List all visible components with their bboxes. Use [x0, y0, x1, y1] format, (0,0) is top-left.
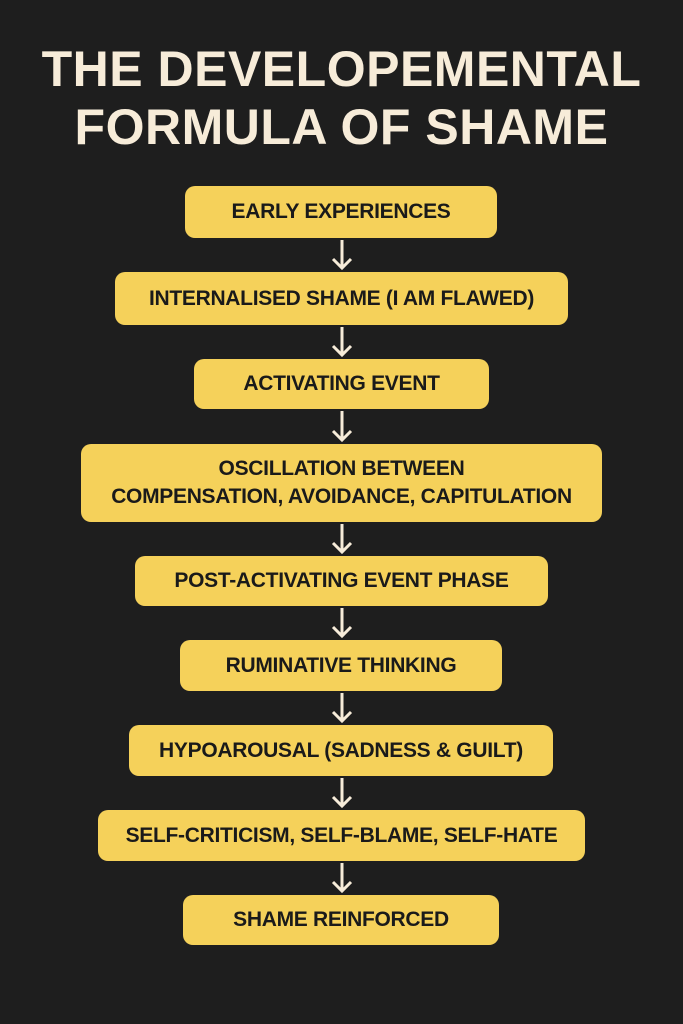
- step-oscillation: OSCILLATION BETWEEN COMPENSATION, AVOIDAN…: [81, 444, 602, 522]
- step-ruminative-thinking: RUMINATIVE THINKING: [180, 640, 502, 691]
- step-label: POST-ACTIVATING EVENT PHASE: [174, 569, 509, 592]
- step-label: SELF-CRITICISM, SELF-BLAME, SELF-HATE: [125, 823, 558, 847]
- step-label: HYPOAROUSAL (SADNESS & GUILT): [159, 738, 523, 762]
- arrow-down-icon: [331, 327, 353, 358]
- step-shame-reinforced: SHAME REINFORCED: [183, 895, 499, 945]
- title-line-2: FORMULA OF SHAME: [74, 99, 609, 155]
- step-label: INTERNALISED SHAME (I AM FLAWED): [148, 286, 535, 310]
- step-label-line-2: COMPENSATION, AVOIDANCE, CAPITULATION: [111, 485, 572, 508]
- step-activating-event: ACTIVATING EVENT: [194, 359, 489, 409]
- step-label: RUMINATIVE THINKING: [225, 653, 457, 677]
- step-label: SHAME REINFORCED: [233, 908, 449, 931]
- step-early-experiences: EARLY EXPERIENCES: [185, 186, 497, 238]
- step-label: EARLY EXPERIENCES: [231, 200, 451, 223]
- title-line-1: THE DEVELOPEMENTAL: [41, 41, 642, 97]
- step-internalised-shame: INTERNALISED SHAME (I AM FLAWED): [115, 272, 568, 325]
- arrow-down-icon: [331, 693, 353, 724]
- page-title: THE DEVELOPEMENTAL FORMULA OF SHAME: [0, 40, 683, 156]
- arrow-down-icon: [331, 411, 353, 443]
- step-hypoarousal: HYPOAROUSAL (SADNESS & GUILT): [129, 725, 553, 776]
- step-self-criticism: SELF-CRITICISM, SELF-BLAME, SELF-HATE: [98, 810, 585, 861]
- step-post-activating-event: POST-ACTIVATING EVENT PHASE: [135, 556, 548, 606]
- step-label: OSCILLATION BETWEEN: [218, 457, 465, 480]
- arrow-down-icon: [331, 524, 353, 555]
- arrow-down-icon: [331, 608, 353, 639]
- arrow-down-icon: [331, 778, 353, 809]
- step-label: ACTIVATING EVENT: [243, 372, 440, 395]
- arrow-down-icon: [331, 240, 353, 271]
- arrow-down-icon: [331, 863, 353, 894]
